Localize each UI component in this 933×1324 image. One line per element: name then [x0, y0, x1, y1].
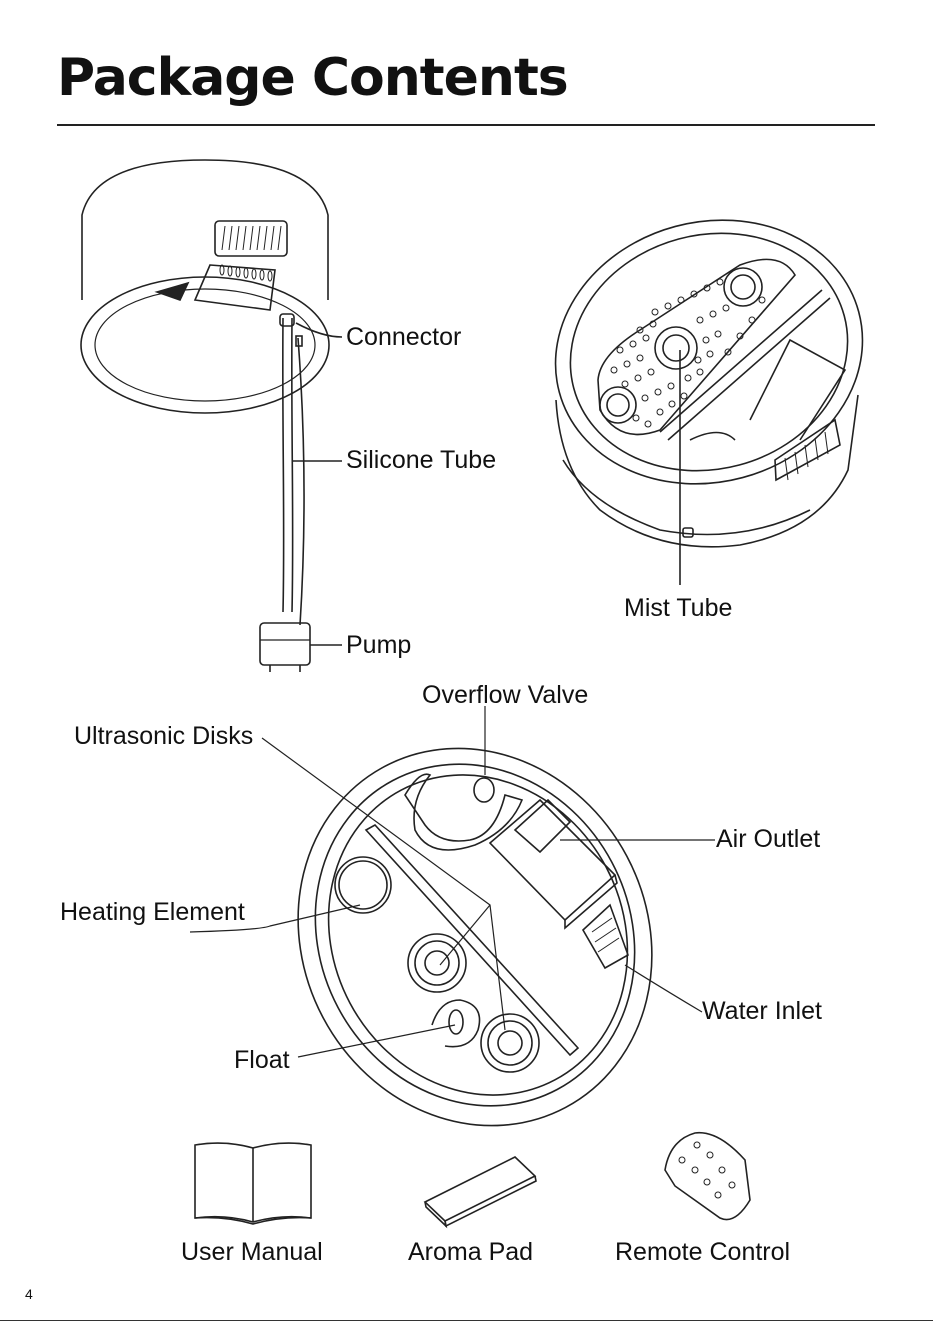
cover-illustration [81, 160, 342, 672]
bottom-divider [0, 1320, 933, 1321]
page-number: 4 [25, 1286, 33, 1302]
label-connector: Connector [346, 325, 461, 350]
label-air-outlet: Air Outlet [716, 827, 820, 852]
label-aroma-pad: Aroma Pad [408, 1240, 533, 1265]
base-illustration [526, 186, 893, 585]
aroma-pad-illustration [425, 1157, 536, 1226]
label-user-manual: User Manual [181, 1240, 323, 1265]
label-heating-element: Heating Element [60, 900, 245, 925]
label-pump: Pump [346, 633, 411, 658]
label-remote-control: Remote Control [615, 1240, 790, 1265]
label-float: Float [234, 1048, 290, 1073]
remote-control-illustration [665, 1133, 750, 1220]
label-water-inlet: Water Inlet [702, 999, 822, 1024]
label-mist-tube: Mist Tube [624, 596, 732, 621]
user-manual-illustration [195, 1143, 311, 1224]
label-silicone-tube: Silicone Tube [346, 448, 496, 473]
label-ultrasonic-disks: Ultrasonic Disks [74, 724, 253, 749]
inner-base-illustration [190, 686, 717, 1188]
label-overflow-valve: Overflow Valve [422, 683, 588, 708]
